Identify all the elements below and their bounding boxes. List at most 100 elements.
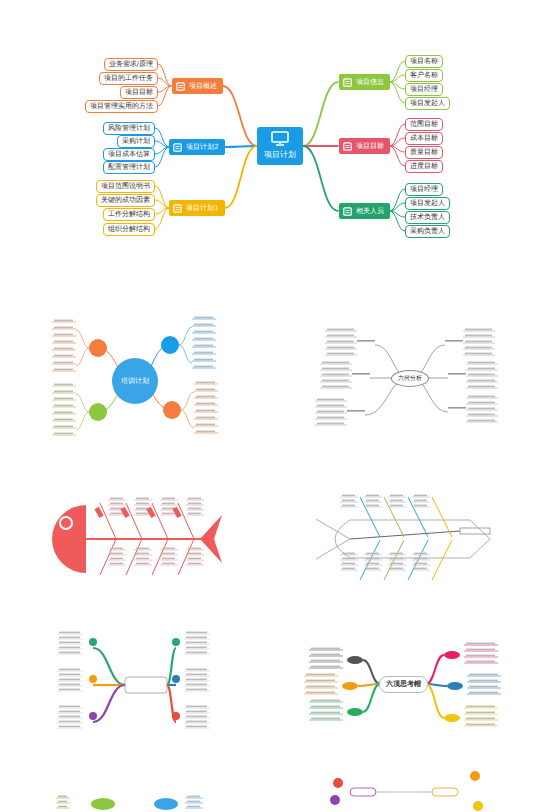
- decor-shape: [59, 652, 80, 654]
- decor-shape: [320, 370, 352, 371]
- decor-shape: [343, 142, 350, 149]
- topic-text: 组织分解结构: [108, 225, 150, 234]
- decor-shape: [347, 656, 363, 664]
- topic-icon: [173, 204, 182, 213]
- decor-shape: [466, 706, 495, 708]
- decor-shape: [160, 515, 178, 516]
- branch-topic: 项目概述: [172, 78, 223, 94]
- decor-shape: [325, 349, 357, 350]
- decor-shape: [335, 520, 490, 558]
- decor-shape: [311, 654, 340, 656]
- decor-shape: [186, 716, 207, 718]
- decor-shape: [186, 500, 204, 501]
- decor-shape: [184, 671, 210, 672]
- decor-shape: [343, 78, 350, 85]
- connector: [155, 200, 169, 208]
- decor-shape: [184, 691, 210, 692]
- decor-shape: [59, 726, 80, 728]
- decor-shape: [468, 374, 495, 376]
- decor-shape: [322, 380, 349, 382]
- decor-shape: [186, 565, 204, 566]
- topic-text: 六何分析: [398, 374, 422, 383]
- decor-shape: [340, 570, 358, 571]
- decor-shape: [327, 341, 354, 343]
- decor-shape: [465, 347, 492, 349]
- topic-icon: [343, 78, 352, 87]
- decor-shape: [364, 555, 382, 556]
- decor-shape: [136, 503, 149, 505]
- decor-shape: [134, 515, 152, 516]
- decor-shape: [414, 495, 427, 497]
- decor-shape: [311, 706, 340, 708]
- decor-shape: [426, 655, 444, 684]
- decor-shape: [184, 713, 210, 714]
- decor-shape: [86, 538, 202, 540]
- connector: [390, 61, 406, 82]
- decor-shape: [52, 421, 76, 422]
- decor-shape: [390, 558, 403, 560]
- decor-shape: [57, 713, 83, 714]
- decor-shape: [414, 505, 427, 507]
- decor-shape: [186, 726, 207, 728]
- decor-shape: [304, 682, 338, 683]
- decor-shape: [447, 682, 463, 690]
- leaf-topic: 采购负责人: [405, 225, 450, 238]
- decor-shape: [342, 558, 355, 560]
- decor-shape: [174, 204, 181, 211]
- decor-shape: [52, 428, 76, 429]
- leaf-topic: 成本目标: [405, 132, 443, 145]
- topic-text: 项目信息: [356, 77, 384, 87]
- leaf-topic: 项目的工作任务: [99, 72, 158, 85]
- decor-shape: [186, 505, 204, 506]
- decor-shape: [464, 708, 498, 709]
- decor-shape: [160, 505, 178, 506]
- leaf-topic: 客户名称: [405, 69, 443, 82]
- decor-shape: [57, 723, 83, 724]
- decor-shape: [466, 364, 498, 365]
- decor-shape: [317, 405, 344, 407]
- topic-text: 相关人员: [356, 206, 384, 216]
- connector: [390, 146, 406, 166]
- decor-shape: [120, 507, 129, 518]
- decor-shape: [412, 560, 430, 561]
- topic-icon: [343, 142, 352, 151]
- decor-shape: [174, 143, 181, 150]
- decor-shape: [110, 553, 123, 555]
- decor-shape: [473, 801, 483, 811]
- decor-shape: [192, 333, 216, 334]
- decor-shape: [89, 675, 97, 683]
- decor-shape: [468, 408, 495, 410]
- decor-shape: [108, 500, 126, 501]
- decor-shape: [76, 330, 89, 348]
- leaf-topic: 项目发起人: [405, 97, 450, 110]
- decor-shape: [390, 568, 403, 570]
- decor-shape: [466, 410, 498, 411]
- decor-shape: [54, 391, 73, 393]
- topic-text: 项目成本估算: [108, 150, 150, 159]
- topic-text: 项目计划2: [186, 142, 218, 152]
- decor-shape: [188, 558, 201, 560]
- decor-shape: [134, 565, 152, 566]
- decor-shape: [52, 329, 76, 330]
- topic-text: 项目目标: [356, 141, 384, 151]
- decor-shape: [466, 422, 498, 423]
- decor-shape: [52, 357, 76, 358]
- decor-shape: [327, 353, 354, 355]
- decor-shape: [360, 497, 380, 537]
- decor-shape: [160, 500, 178, 501]
- decor-shape: [470, 771, 480, 781]
- decor-shape: [309, 668, 343, 669]
- decor-shape: [196, 424, 215, 426]
- topic-text: 客户名称: [410, 71, 438, 80]
- decor-shape: [463, 355, 495, 356]
- decor-shape: [162, 558, 175, 560]
- decor-shape: [178, 539, 194, 575]
- decor-shape: [162, 513, 175, 515]
- decor-shape: [320, 376, 352, 377]
- decor-shape: [468, 396, 495, 398]
- decor-shape: [340, 565, 358, 566]
- decor-shape: [179, 345, 192, 363]
- decor-shape: [315, 407, 347, 408]
- decor-shape: [464, 726, 498, 727]
